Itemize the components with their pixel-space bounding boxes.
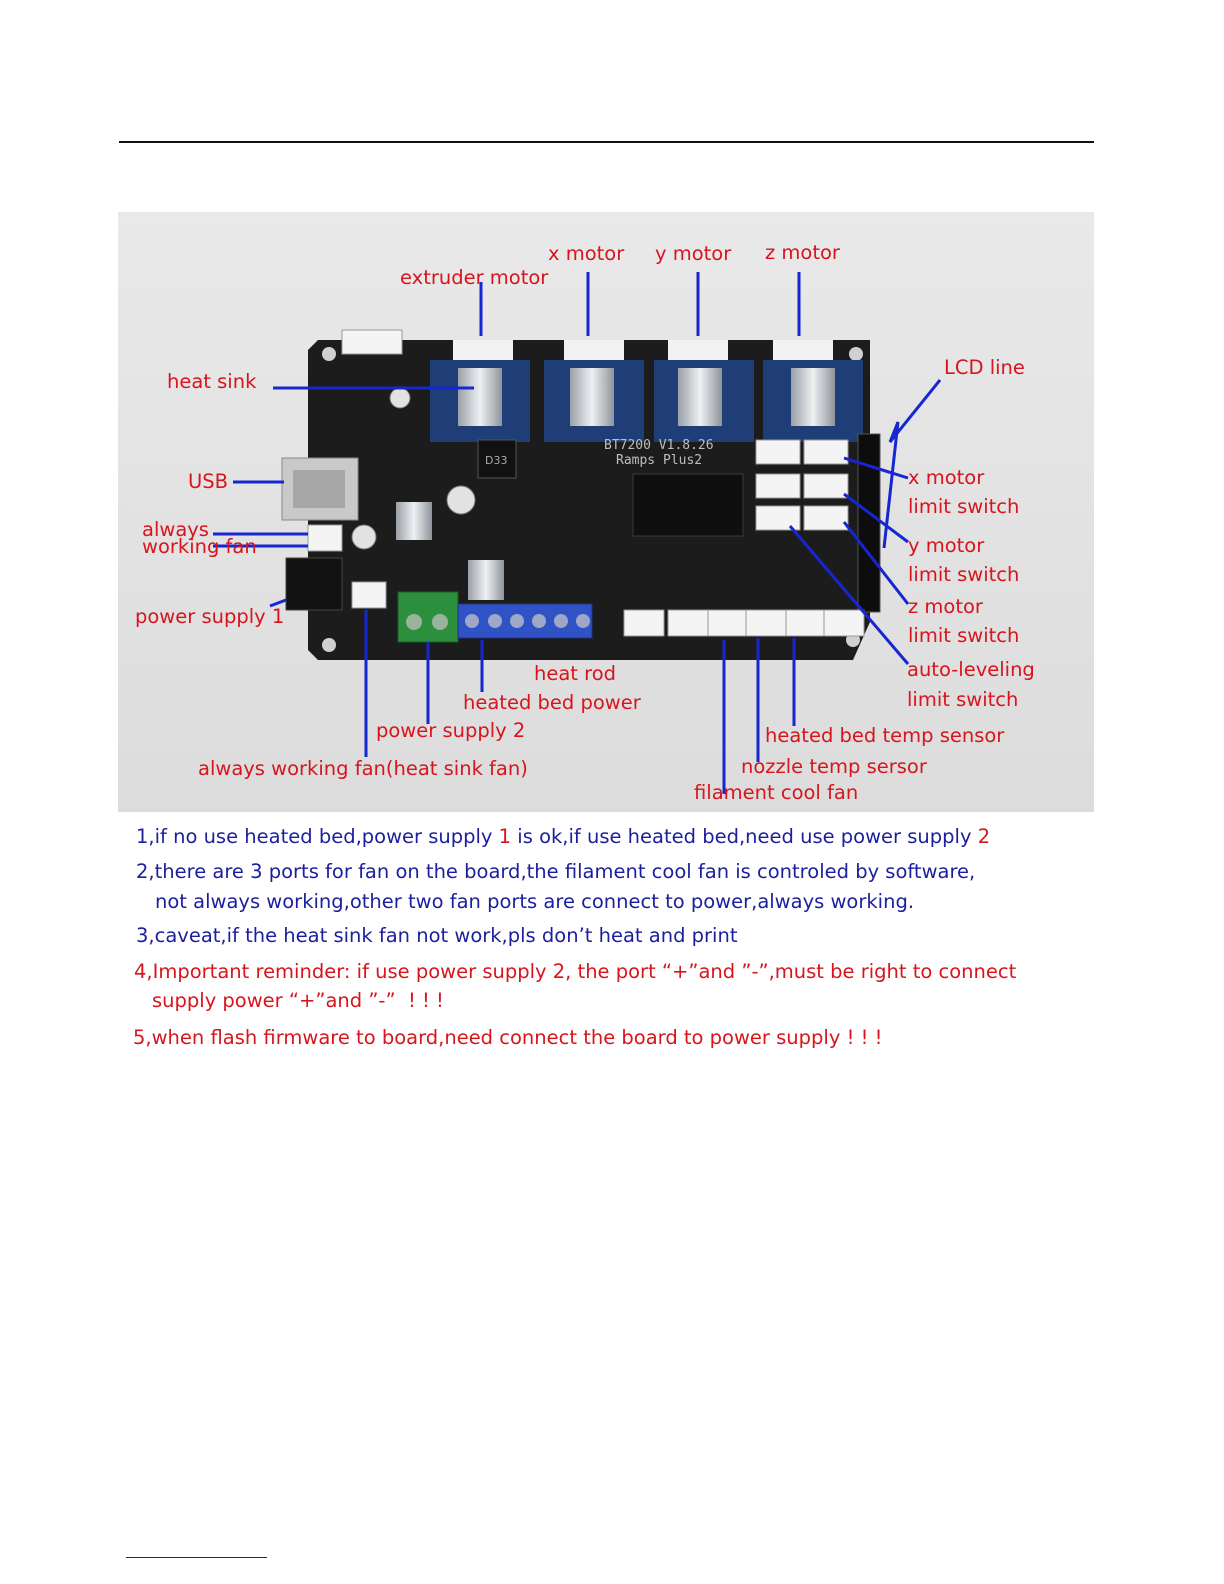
label-x-limit-2: limit switch xyxy=(908,495,1019,518)
label-y-limit-1: y motor xyxy=(908,534,985,557)
stepper-driver-extruder xyxy=(430,340,530,442)
label-always-fan-1: always xyxy=(142,518,209,541)
dc-jack xyxy=(285,557,343,611)
label-usb: USB xyxy=(188,470,228,493)
diagram-labels: x motor y motor z motor extruder motor h… xyxy=(135,241,1035,804)
label-heated-bed-power: heated bed power xyxy=(463,691,642,714)
label-lcd-line: LCD line xyxy=(944,356,1025,379)
inductor xyxy=(477,439,517,479)
label-always-fan-2: working fan xyxy=(142,535,257,558)
mosfet-heat-sink xyxy=(468,560,504,600)
stepper-driver-x xyxy=(544,340,644,442)
label-y-motor: y motor xyxy=(655,242,732,265)
note-2-line-2: not always working,other two fan ports a… xyxy=(155,890,915,913)
label-auto-level-1: auto-leveling xyxy=(907,658,1035,681)
label-x-motor: x motor xyxy=(548,242,625,265)
note-1-text-a: 1,if no use heated bed,power supply xyxy=(136,825,499,848)
note-1-num-1: 1 xyxy=(498,825,512,848)
header-rule xyxy=(119,141,1094,143)
label-extruder-motor: extruder motor xyxy=(400,266,549,289)
note-5: 5,when flash firmware to board,need conn… xyxy=(133,1026,883,1049)
inductor-label: D33 xyxy=(485,454,507,467)
note-4-line-1: 4,Important reminder: if use power suppl… xyxy=(134,960,1017,983)
regulator-heat-sink xyxy=(396,502,432,540)
board-name-text: Ramps Plus2 xyxy=(616,453,702,468)
label-heat-sink-fan: always working fan(heat sink fan) xyxy=(198,757,528,780)
lcd-header xyxy=(857,433,881,613)
pcb-board: BT7200 V1.8.26 Ramps Plus2 D33 xyxy=(281,329,881,660)
footnote-rule xyxy=(126,1557,267,1558)
label-bed-temp-sensor: heated bed temp sensor xyxy=(765,724,1005,747)
note-1: 1,if no use heated bed,power supply 1 is… xyxy=(136,822,990,851)
capacitor xyxy=(389,387,411,409)
note-4-line-2: supply power “+”and ”-” ! ! ! xyxy=(152,989,444,1012)
label-filament-cool-fan: filament cool fan xyxy=(694,781,858,804)
capacitor xyxy=(446,485,476,515)
endstop-connectors xyxy=(755,439,849,531)
note-3: 3,caveat,if the heat sink fan not work,p… xyxy=(136,924,738,947)
stepper-driver-z xyxy=(763,340,863,442)
leader-lines xyxy=(213,272,942,794)
label-heat-rod: heat rod xyxy=(534,662,616,685)
bottom-connectors xyxy=(623,609,865,637)
fan-connector xyxy=(307,524,343,552)
note-1-text-c: is ok,if use heated bed,need use power s… xyxy=(511,825,978,848)
label-y-limit-2: limit switch xyxy=(908,563,1019,586)
label-auto-level-2: limit switch xyxy=(907,688,1018,711)
label-heat-sink: heat sink xyxy=(167,370,257,393)
mcu-chip xyxy=(632,473,744,537)
label-z-limit-2: limit switch xyxy=(908,624,1019,647)
note-2-line-1: 2,there are 3 ports for fan on the board… xyxy=(136,860,976,883)
label-power-supply-1: power supply 1 xyxy=(135,605,284,628)
label-power-supply-2: power supply 2 xyxy=(376,719,525,742)
extruder-connector xyxy=(341,329,403,355)
stepper-driver-y xyxy=(654,340,754,442)
capacitor xyxy=(351,524,377,550)
label-z-motor: z motor xyxy=(765,241,841,264)
blue-terminal-block xyxy=(457,603,593,639)
board-model-text: BT7200 V1.8.26 xyxy=(604,438,714,453)
board-diagram-figure: BT7200 V1.8.26 Ramps Plus2 D33 xyxy=(118,212,1094,812)
fan-connector xyxy=(351,581,387,609)
green-terminal-block xyxy=(397,591,459,643)
label-x-limit-1: x motor xyxy=(908,466,985,489)
note-1-num-2: 2 xyxy=(977,825,991,848)
label-z-limit-1: z motor xyxy=(908,595,984,618)
label-nozzle-temp-sensor: nozzle temp sersor xyxy=(741,755,928,778)
board-diagram: BT7200 V1.8.26 Ramps Plus2 D33 xyxy=(118,212,1094,812)
